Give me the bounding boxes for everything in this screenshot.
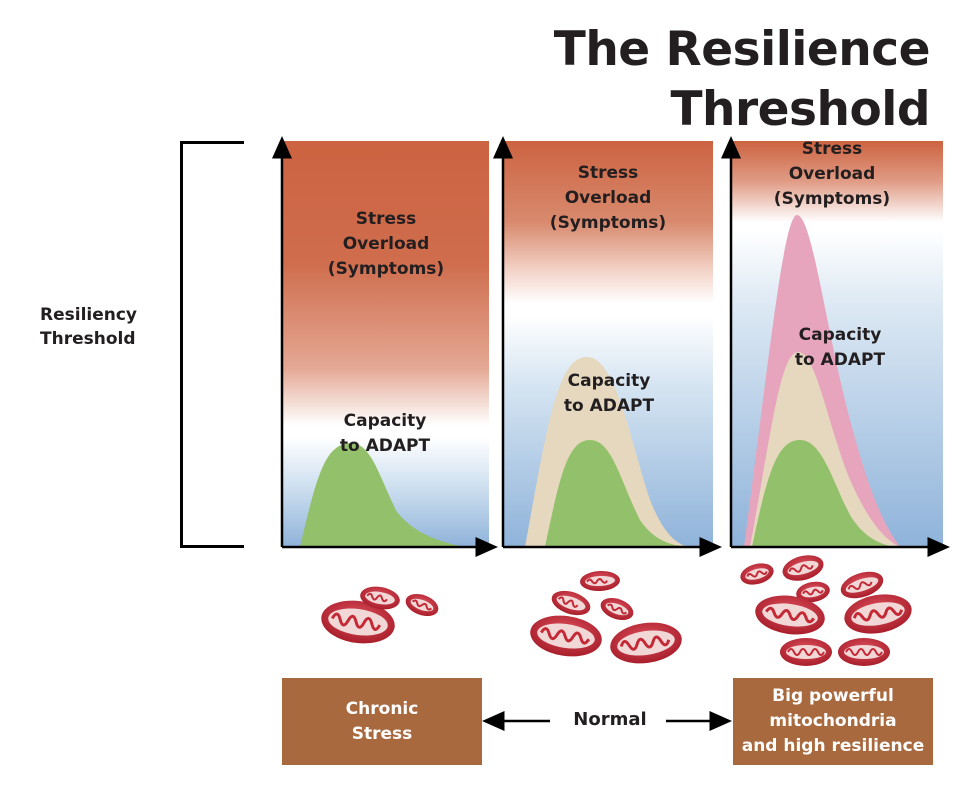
- capacity-label-resilient: Capacity to ADAPT: [794, 325, 886, 370]
- stress-label-normal: Stress Overload (Symptoms): [549, 163, 667, 233]
- axes-resilient: [721, 136, 950, 557]
- capacity-label-normal: Capacity to ADAPT: [563, 371, 655, 416]
- mitochondria-cluster-normal: [530, 570, 682, 664]
- normal-label: Normal: [573, 709, 647, 730]
- resiliency-threshold-label: Resiliency Threshold: [40, 305, 138, 349]
- capacity-curve-chronic: [300, 442, 465, 547]
- stress-label-resilient: Stress Overload (Symptoms): [773, 139, 891, 209]
- capacity-inner-curve-normal: [545, 440, 690, 547]
- axes-normal: [493, 136, 722, 557]
- chronic-stress-box: Chronic Stress: [282, 678, 482, 765]
- page-title: The Resilience Threshold: [553, 22, 931, 137]
- mitochondria-cluster-chronic: [321, 586, 439, 644]
- threshold-bracket: [180, 141, 244, 548]
- high-resilience-box: Big powerful mitochondria and high resil…: [733, 678, 933, 765]
- mitochondria-cluster-resilient: [740, 555, 912, 666]
- capacity-label-chronic: Capacity to ADAPT: [339, 411, 431, 456]
- capacity-green-curve-resilient: [752, 440, 897, 547]
- axes-chronic: [272, 136, 498, 557]
- stress-label-chronic: Stress Overload (Symptoms): [327, 209, 445, 279]
- panel-chronic-background: [282, 141, 489, 547]
